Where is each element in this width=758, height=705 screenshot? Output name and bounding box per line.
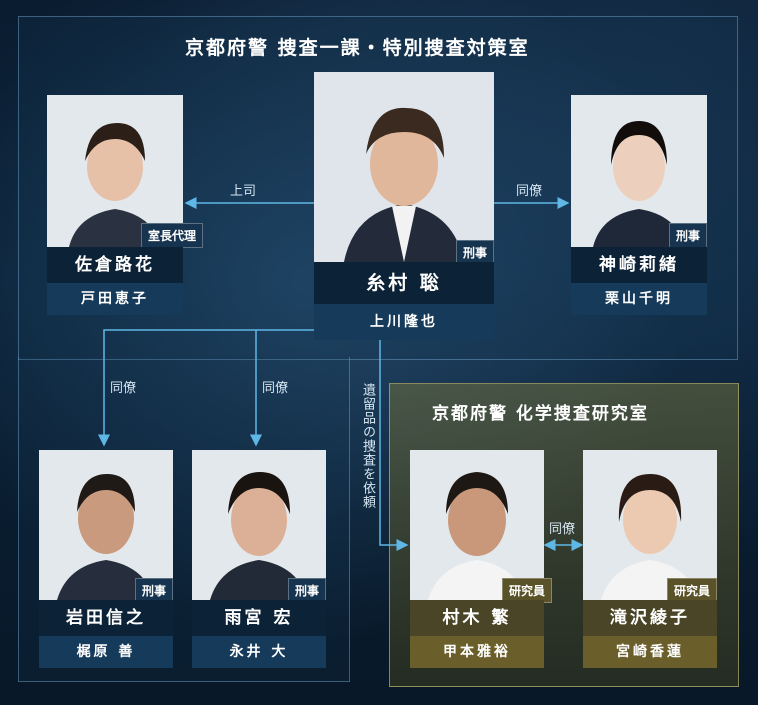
label-boss: 上司 — [230, 184, 257, 199]
actor-iwata: 梶原 善 — [39, 636, 173, 668]
actor-amamiya: 永井 大 — [192, 636, 326, 668]
name-takizawa: 滝沢綾子 — [583, 600, 717, 636]
arrow-request — [379, 340, 409, 551]
name-muraki: 村木 繁 — [410, 600, 544, 636]
role-tag-kanzaki: 刑事 — [668, 223, 707, 248]
lab-section-title: 京都府警 化学捜査研究室 — [432, 404, 649, 424]
label-colleague-left1: 同僚 — [110, 381, 137, 396]
label-request: 遺留品の捜査を依頼 — [360, 383, 375, 509]
label-colleague-right: 同僚 — [516, 184, 543, 199]
card-amamiya[interactable]: 刑事 雨宮 宏 永井 大 — [192, 450, 326, 670]
actor-itomura: 上川隆也 — [314, 304, 494, 340]
card-kanzaki[interactable]: 刑事 神崎莉緒 栗山千明 — [571, 95, 707, 315]
card-sakura[interactable]: 室長代理 佐倉路花 戸田恵子 — [47, 95, 203, 315]
name-iwata: 岩田信之 — [39, 600, 173, 636]
card-muraki[interactable]: 研究員 村木 繁 甲本雅裕 — [410, 450, 552, 670]
card-itomura[interactable]: 刑事 糸村 聡 上川隆也 — [314, 72, 494, 340]
actor-kanzaki: 栗山千明 — [571, 283, 707, 315]
actor-takizawa: 宮崎香蓮 — [583, 636, 717, 668]
actor-sakura: 戸田恵子 — [47, 283, 183, 315]
label-colleague-left2: 同僚 — [262, 381, 289, 396]
card-iwata[interactable]: 刑事 岩田信之 梶原 善 — [39, 450, 173, 670]
name-amamiya: 雨宮 宏 — [192, 600, 326, 636]
portrait-itomura — [314, 72, 494, 262]
portrait-amamiya — [192, 450, 326, 600]
portrait-muraki — [410, 450, 544, 600]
portrait-iwata — [39, 450, 173, 600]
role-tag-muraki: 研究員 — [501, 578, 552, 603]
name-sakura: 佐倉路花 — [47, 247, 183, 283]
role-tag-iwata: 刑事 — [134, 578, 173, 603]
role-tag-sakura: 室長代理 — [140, 223, 203, 248]
actor-muraki: 甲本雅裕 — [410, 636, 544, 668]
label-colleague-lab: 同僚 — [549, 522, 576, 537]
name-kanzaki: 神崎莉緒 — [571, 247, 707, 283]
main-section-title: 京都府警 捜査一課・特別捜査対策室 — [185, 37, 530, 59]
arrow-colleague-iwata — [98, 329, 314, 447]
card-takizawa[interactable]: 研究員 滝沢綾子 宮崎香蓮 — [583, 450, 717, 670]
name-itomura: 糸村 聡 — [314, 262, 494, 304]
portrait-kanzaki — [571, 95, 707, 247]
portrait-takizawa — [583, 450, 717, 600]
role-tag-takizawa: 研究員 — [666, 578, 717, 603]
portrait-sakura — [47, 95, 183, 247]
role-tag-amamiya: 刑事 — [287, 578, 326, 603]
